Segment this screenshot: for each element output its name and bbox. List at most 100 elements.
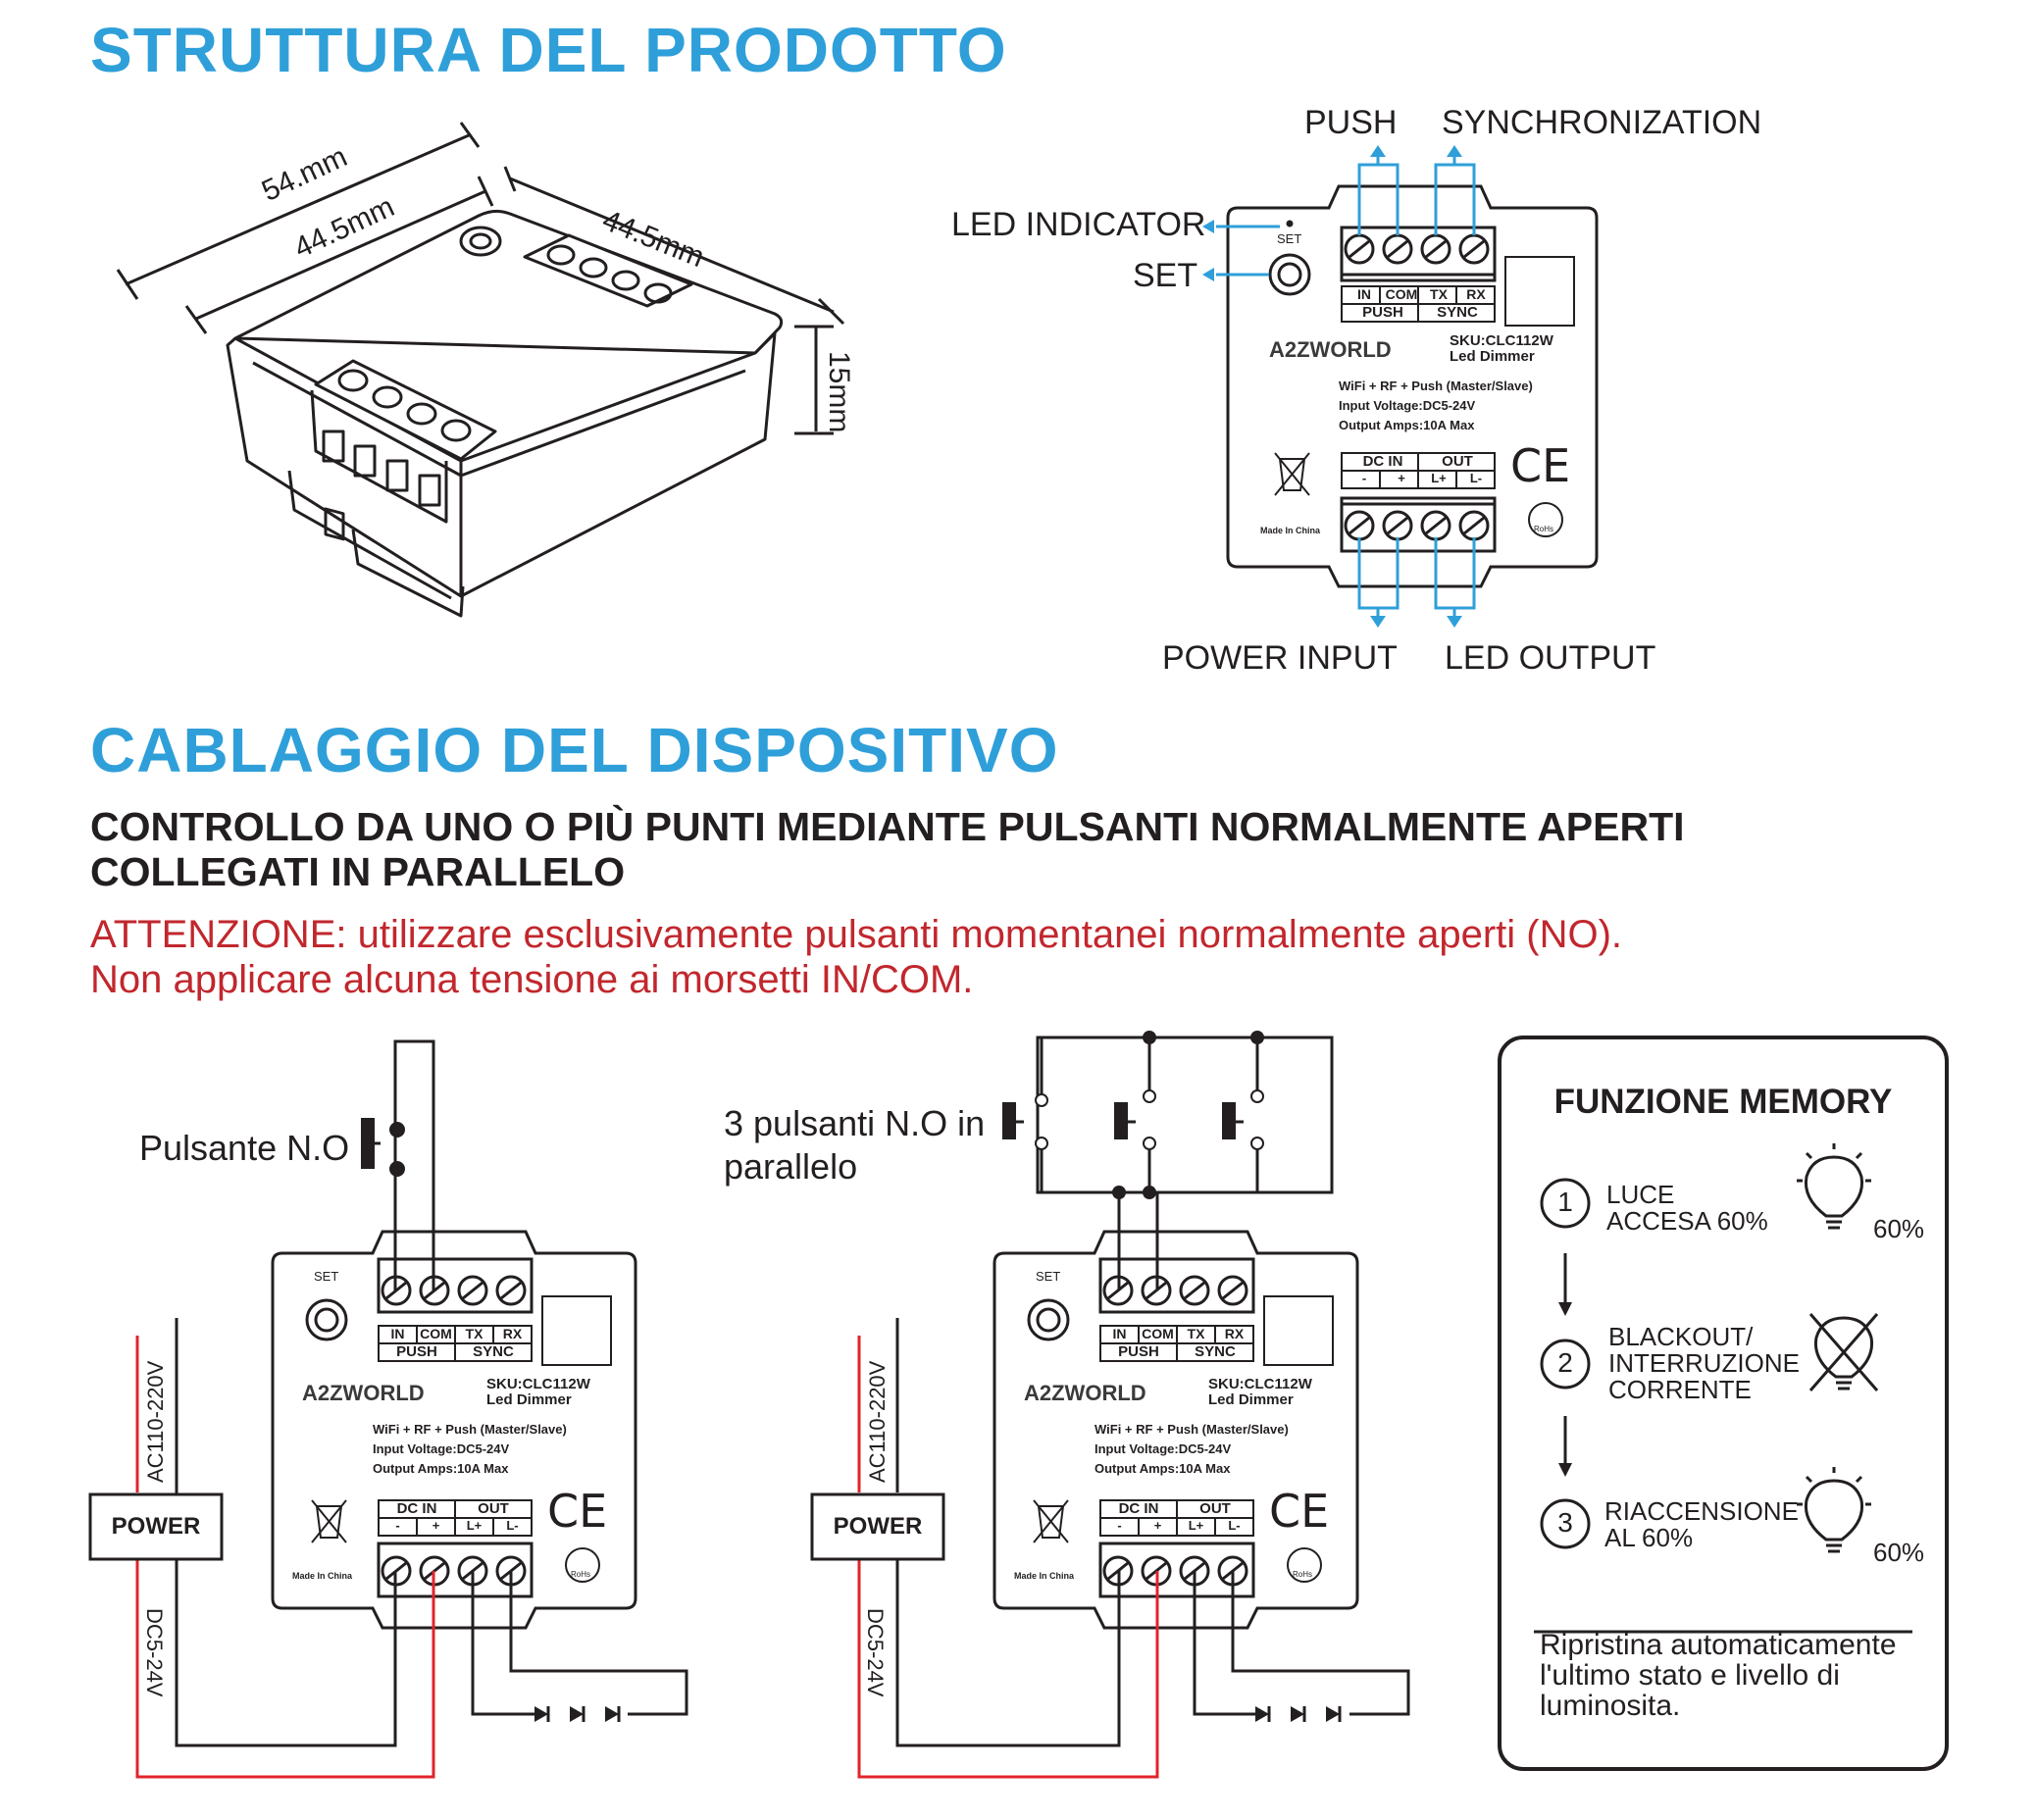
callout-power-input: POWER INPUT	[1162, 639, 1398, 677]
left-ac-label: AC110-220V	[143, 1360, 168, 1483]
device-top-terminal-labels: IN COM TX RX	[1346, 286, 1495, 302]
memory-footer-line: luminosita.	[1540, 1690, 1681, 1722]
group-label: DC IN	[1362, 453, 1403, 470]
terminal-label: -	[395, 1518, 400, 1533]
right-button-label: 3 pulsanti N.O in parallelo	[724, 1102, 985, 1188]
section-title-structure: STRUTTURA DEL PRODOTTO	[90, 15, 1007, 85]
device-product: Led Dimmer	[1208, 1391, 1294, 1408]
callout-set: SET	[1133, 257, 1198, 294]
terminal-label: L+	[1188, 1518, 1204, 1533]
right-dc-label: DC5-24V	[863, 1608, 888, 1697]
wiring-right-brand: A2ZWORLD	[1024, 1381, 1146, 1405]
warning-text: ATTENZIONE: utilizzare esclusivamente pu…	[90, 912, 2012, 1002]
device-spec-1: WiFi + RF + Push (Master/Slave)	[1339, 379, 1533, 393]
ce-mark: CE	[1510, 439, 1571, 492]
callout-push: PUSH	[1304, 104, 1398, 141]
device-sku: SKU:CLC112W	[1208, 1376, 1312, 1392]
wiring-left-bottom-terminals: - + L+ L-	[379, 1518, 532, 1533]
rohs-mark: RoHs	[1293, 1570, 1313, 1579]
terminal-label: TX	[1430, 286, 1448, 302]
wiring-left-group-labels: PUSH SYNC	[379, 1343, 532, 1360]
wiring-subtitle: CONTROLLO DA UNO O PIÙ PUNTI MEDIANTE PU…	[90, 804, 2003, 894]
ce-mark: CE	[1269, 1485, 1330, 1538]
device-spec-3: Output Amps:10A Max	[373, 1461, 509, 1476]
memory-step-3-number: 3	[1557, 1507, 1573, 1538]
device-spec-3: Output Amps:10A Max	[1339, 418, 1475, 432]
device-bottom-group-labels: DC IN OUT	[1346, 453, 1495, 470]
device-spec-3: Output Amps:10A Max	[1094, 1461, 1231, 1476]
section-title-wiring: CABLAGGIO DEL DISPOSITIVO	[90, 715, 1059, 785]
wiring-left-bottom-groups: DC IN OUT	[379, 1500, 532, 1517]
device-brand: A2ZWORLD	[1269, 337, 1392, 362]
group-label: SYNC	[473, 1343, 514, 1360]
step-line: INTERRUZIONE	[1608, 1348, 1800, 1378]
terminal-label: +	[1398, 471, 1405, 485]
memory-step-1-text: LUCE ACCESA 60%	[1606, 1182, 1768, 1235]
right-power-box: POWER	[833, 1513, 923, 1540]
device-bottom-terminal-labels: - + L+ L-	[1346, 471, 1495, 485]
terminal-label: L-	[1228, 1518, 1241, 1533]
left-button-label: Pulsante N.O	[139, 1128, 350, 1168]
wiring-right-specs: WiFi + RF + Push (Master/Slave) Input Vo…	[1094, 1420, 1289, 1479]
device-sku-block: SKU:CLC112W Led Dimmer	[1450, 333, 1553, 365]
group-label: OUT	[478, 1500, 509, 1517]
device-product: Led Dimmer	[1450, 348, 1535, 365]
terminal-label: TX	[1187, 1326, 1205, 1341]
step-line: ACCESA 60%	[1606, 1206, 1768, 1236]
rohs-mark: RoHs	[571, 1570, 591, 1579]
terminal-label: RX	[1224, 1326, 1245, 1341]
group-label: SYNC	[1195, 1343, 1236, 1360]
memory-step-2-text: BLACKOUT/ INTERRUZIONE CORRENTE	[1608, 1324, 1800, 1403]
device-product: Led Dimmer	[486, 1391, 572, 1408]
group-label: SYNC	[1437, 304, 1478, 321]
group-label: DC IN	[1118, 1500, 1159, 1517]
memory-function-panel	[1498, 1036, 1949, 1771]
group-label: PUSH	[1362, 304, 1403, 321]
made-in-label: Made In China	[1014, 1571, 1075, 1581]
device-spec-1: WiFi + RF + Push (Master/Slave)	[1094, 1422, 1289, 1437]
memory-title: FUNZIONE MEMORY	[1553, 1083, 1893, 1121]
step-line: CORRENTE	[1608, 1375, 1752, 1404]
terminal-label: -	[1117, 1518, 1122, 1533]
memory-step-3-text: RIACCENSIONE AL 60%	[1604, 1498, 1799, 1551]
terminal-label: COM	[1385, 286, 1418, 302]
callout-synchronization: SYNCHRONIZATION	[1442, 104, 1762, 141]
terminal-label: RX	[502, 1326, 523, 1341]
wiring-left-sku: SKU:CLC112W Led Dimmer	[486, 1377, 590, 1408]
terminal-label: COM	[1142, 1326, 1174, 1341]
right-ac-label: AC110-220V	[865, 1360, 890, 1483]
wiring-right-bottom-terminals: - + L+ L-	[1100, 1518, 1253, 1533]
warning-line-2: Non applicare alcuna tensione ai morsett…	[90, 958, 974, 1001]
memory-footer: Ripristina automaticamente l'ultimo stat…	[1540, 1630, 1897, 1721]
memory-step-2-number: 2	[1557, 1347, 1573, 1378]
terminal-label: L+	[1431, 471, 1447, 485]
dimension-inner-width: 44.5mm	[289, 190, 400, 265]
step-line: LUCE	[1606, 1180, 1675, 1209]
dimension-length: 54.mm	[257, 140, 353, 208]
callout-led-indicator: LED INDICATOR	[951, 206, 1206, 243]
warning-line-1: ATTENZIONE: utilizzare esclusivamente pu…	[90, 913, 1623, 956]
wiring-subtitle-line-2: COLLEGATI IN PARALLELO	[90, 849, 626, 894]
terminal-label: L-	[1469, 471, 1483, 485]
callout-led-output: LED OUTPUT	[1445, 639, 1656, 677]
terminal-label: COM	[420, 1326, 452, 1341]
wiring-right-group-labels: PUSH SYNC	[1100, 1343, 1253, 1360]
wiring-subtitle-line-1: CONTROLLO DA UNO O PIÙ PUNTI MEDIANTE PU…	[90, 804, 1685, 849]
wiring-left-terminal-labels: IN COM TX RX	[379, 1326, 532, 1341]
terminal-label: -	[1361, 471, 1367, 485]
wiring-right-terminal-labels: IN COM TX RX	[1100, 1326, 1253, 1341]
made-in-label: Made In China	[292, 1571, 353, 1581]
ce-mark: CE	[547, 1485, 608, 1538]
terminal-label: TX	[465, 1326, 484, 1341]
memory-footer-line: l'ultimo stato e livello di	[1540, 1659, 1840, 1692]
wiring-left-specs: WiFi + RF + Push (Master/Slave) Input Vo…	[373, 1420, 567, 1479]
device-spec-2: Input Voltage:DC5-24V	[1339, 398, 1476, 413]
device-top-group-labels: PUSH SYNC	[1346, 304, 1495, 321]
device-spec-2: Input Voltage:DC5-24V	[373, 1441, 510, 1456]
terminal-label: IN	[1357, 286, 1371, 302]
group-label: PUSH	[396, 1343, 437, 1360]
step-line: AL 60%	[1604, 1523, 1694, 1552]
made-in-label: Made In China	[1260, 526, 1321, 535]
group-label: OUT	[1199, 1500, 1231, 1517]
wiring-right-bottom-groups: DC IN OUT	[1100, 1500, 1253, 1517]
